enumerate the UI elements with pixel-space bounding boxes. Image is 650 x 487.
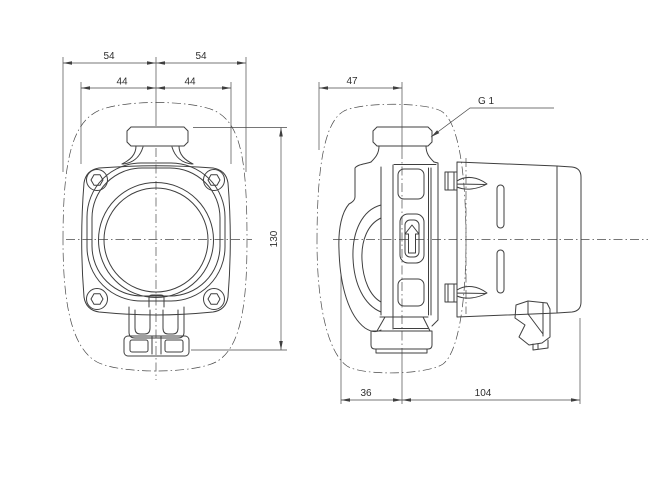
side-envelope-outline: [316, 103, 467, 374]
dim-44: 44 44: [80, 77, 232, 164]
side-bottom-connector: [370, 316, 433, 354]
dim-label-47: 47: [346, 76, 358, 87]
volute-curl-inner: [361, 217, 382, 303]
dim-130: 130: [191, 127, 287, 351]
front-view: 54 54 44 44 130: [62, 51, 287, 380]
pump-face-inner-circle: [103, 187, 209, 293]
dim-label-44-right: 44: [184, 77, 196, 88]
vent-slot-bottom: [496, 249, 505, 294]
dim-label-44-left: 44: [116, 77, 128, 88]
dim-47: 47: [318, 76, 403, 150]
clamp-screw-bottom: [444, 283, 488, 303]
front-neck-hook-right: [171, 146, 193, 165]
dim-label-54-left: 54: [103, 51, 115, 62]
pump-face-outer-circle: [98, 182, 214, 298]
terminal-box: [514, 300, 551, 351]
bolt-hole-top-right: [203, 169, 225, 191]
head-upper-pocket: [397, 168, 425, 200]
pump-head-left-outline: [338, 161, 382, 333]
side-union-nut: [372, 126, 433, 147]
thread-label: G 1: [478, 96, 495, 107]
dim-label-36: 36: [360, 388, 372, 399]
head-lower-pocket: [397, 278, 425, 307]
dim-54: 54 54: [62, 51, 247, 172]
front-neck-left: [121, 145, 137, 165]
dim-36-104: 36 104: [340, 274, 581, 404]
pump-head-right-outline: [431, 161, 439, 327]
vent-slot-top: [496, 184, 505, 229]
side-view: 47 G 1 36 104: [316, 76, 648, 404]
front-bottom-connector: [123, 294, 190, 357]
front-envelope-outline: [62, 102, 248, 372]
front-neck-right: [178, 145, 194, 165]
flow-direction-indicator: [399, 213, 425, 264]
flange-platform-outer: [86, 162, 226, 302]
motor-end-cap: [556, 165, 582, 314]
front-neck-hook-left: [122, 146, 144, 165]
dim-label-104: 104: [475, 388, 492, 399]
motor-housing: [456, 161, 582, 318]
dim-label-54-right: 54: [195, 51, 207, 62]
thread-callout: G 1: [430, 96, 554, 138]
bolt-hole-bottom-right: [203, 288, 225, 310]
bolt-hole-top-left: [86, 169, 108, 191]
bolt-hole-bottom-left: [86, 288, 108, 310]
pump-head-panels: [380, 164, 437, 330]
side-neck: [370, 145, 435, 163]
flow-arrow-icon: [404, 224, 420, 254]
volute-curl-outer: [352, 204, 382, 313]
flange-platform-inner: [91, 167, 221, 297]
dim-label-130: 130: [269, 230, 280, 247]
pump-flange-plate: [81, 165, 231, 316]
front-union-nut: [126, 126, 189, 147]
